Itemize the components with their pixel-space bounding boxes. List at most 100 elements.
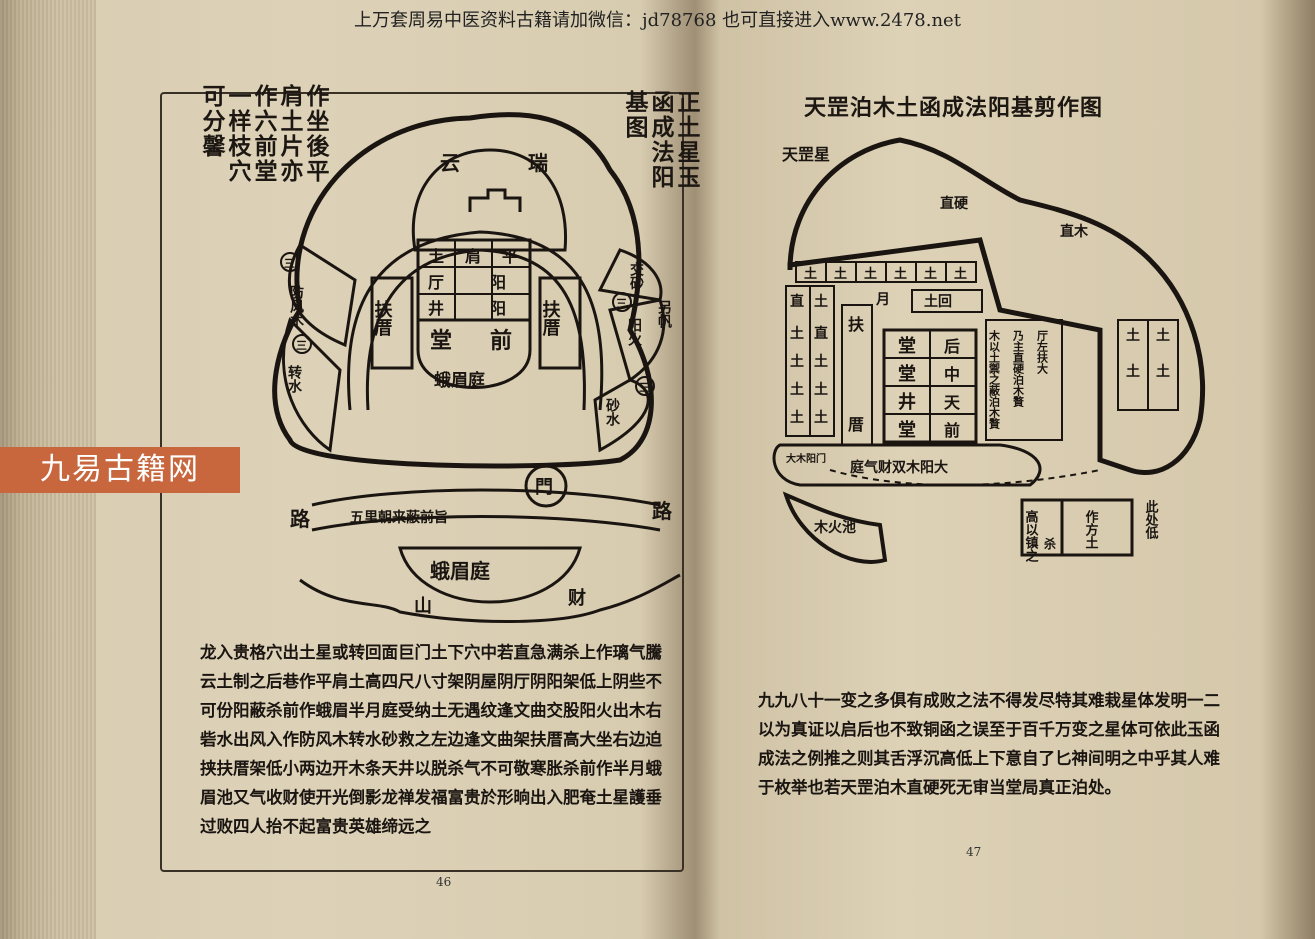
- grid-cell-2: 肩: [465, 247, 481, 266]
- svg-text:土: 土: [1156, 327, 1170, 344]
- left-tu-columns: 直 土 土 土 土 土 直 土 土 土: [785, 285, 835, 437]
- fu-left-box: [370, 276, 414, 370]
- circle-num-3: [612, 292, 632, 312]
- left-caption-b: 正土星玉函成法阳基图: [621, 90, 700, 190]
- circle-num-1: [280, 252, 300, 272]
- ridge-1: 直硬: [940, 195, 969, 212]
- gate-circle: [524, 464, 568, 508]
- outer-hill-outline: [272, 112, 654, 469]
- grid-cell-4: 厅: [428, 273, 444, 292]
- grid-cell-3: 平: [502, 247, 518, 266]
- side-note-2: 乃主直硬泊木贅: [1012, 330, 1026, 408]
- dome-label-a: 瑞: [528, 151, 548, 175]
- svg-text:土: 土: [790, 353, 804, 370]
- mountain-outline: [299, 573, 681, 624]
- door-label: 大木阳门: [786, 452, 826, 465]
- arch-band-outer: [347, 230, 604, 411]
- svg-text:土: 土: [790, 325, 804, 342]
- svg-text:中: 中: [944, 365, 960, 384]
- left-wind-label: 防风木: [288, 284, 305, 328]
- fu-right-box: [538, 276, 582, 370]
- top-tu-row: 土 土 土 土 土 土: [795, 261, 977, 283]
- bottom-eyebrow-shape: [398, 546, 582, 604]
- site-logo-stamp: 九易古籍网: [0, 447, 240, 493]
- circle-num-2: [292, 334, 312, 354]
- road-left: 路: [290, 507, 311, 531]
- yue-label: 月: [875, 292, 890, 308]
- svg-text:井: 井: [898, 391, 916, 413]
- svg-text:堂: 堂: [898, 335, 916, 357]
- hall-label-b: 前: [490, 328, 512, 354]
- svg-text:土: 土: [1126, 327, 1140, 344]
- right-fire-label: 阳火: [626, 318, 642, 347]
- left-page-text: 龙入贵格穴出土星或转回面巨门土下穴中若直急满杀上作璃气騰云土制之后巷作平肩土高四…: [200, 643, 662, 836]
- circle-num-4: [635, 376, 655, 396]
- side-note-3: 厅左扶大: [1036, 330, 1050, 375]
- box-fangtu-label: 作方土: [1083, 509, 1099, 549]
- right-tu-column: 土 土 土 土: [1117, 319, 1179, 411]
- tuhui-label: 土回: [924, 293, 952, 310]
- svg-text:三: 三: [616, 297, 627, 310]
- curved-courtyard: [772, 443, 1042, 487]
- box-fangtu: [1060, 498, 1134, 557]
- watermark-banner: 上万套周易中医资料古籍请加微信：jd78768 也可直接进入www.2478.n…: [354, 10, 961, 31]
- mountain-label: 山: [414, 596, 432, 617]
- svg-text:土: 土: [814, 381, 828, 398]
- svg-text:后: 后: [944, 337, 960, 356]
- svg-text:土: 土: [804, 266, 817, 282]
- fu-right: 扶厝: [540, 299, 561, 337]
- left-water-label: 转水: [286, 364, 302, 394]
- svg-text:三: 三: [284, 257, 295, 270]
- cu-label: 厝: [848, 415, 864, 434]
- fu-label: 扶: [848, 315, 865, 334]
- tiangang-label: 天罡星: [782, 145, 830, 164]
- bottom-eyebrow-label: 蛾眉庭: [430, 559, 490, 583]
- right-page-title: 天罡泊木土函成法阳基剪作图: [804, 95, 1104, 121]
- grid-cell-5: 阳: [490, 273, 506, 292]
- svg-text:土: 土: [790, 381, 804, 398]
- svg-text:三: 三: [639, 381, 650, 394]
- wealth-label: 财: [568, 587, 586, 609]
- side-note-1: 木以土禦之蔽泊木贅: [988, 329, 1002, 430]
- dome-steps: [468, 188, 522, 212]
- svg-text:土: 土: [864, 266, 877, 282]
- svg-text:土: 土: [894, 266, 907, 282]
- pond-shape: [782, 491, 888, 564]
- svg-text:堂: 堂: [898, 419, 916, 441]
- left-caption-a: 作坐後平肩土片亦作六前堂一样枝穴可分馨: [198, 84, 329, 184]
- hall-label-a: 堂: [430, 328, 452, 354]
- ridge-2: 直木: [1060, 223, 1089, 240]
- right-water-piece: [593, 378, 650, 453]
- top-dome: [411, 148, 568, 252]
- svg-text:土: 土: [1156, 363, 1170, 380]
- svg-text:直: 直: [814, 325, 828, 342]
- svg-text:土: 土: [814, 409, 828, 426]
- road-band-bottom: [311, 515, 661, 532]
- road-band-top: [311, 488, 661, 507]
- svg-text:土: 土: [1126, 363, 1140, 380]
- curved-label: 庭气财双木阳大: [850, 459, 948, 476]
- svg-text:土: 土: [814, 293, 828, 310]
- road-right: 路: [652, 499, 673, 523]
- grid-cell-6: 井: [428, 299, 444, 318]
- svg-text:天: 天: [944, 393, 961, 412]
- front-hall: [416, 318, 532, 389]
- eyebrow-label: 蛾眉庭: [434, 370, 485, 391]
- svg-text:土: 土: [814, 353, 828, 370]
- left-page-number: 46: [436, 875, 452, 889]
- svg-text:土: 土: [954, 266, 967, 282]
- left-wind-piece: [288, 242, 357, 348]
- fu-left: 扶厝: [372, 299, 393, 337]
- right-sail-label: 另帆: [656, 300, 672, 329]
- pond-label: 木火池: [813, 519, 856, 536]
- box-sha-label: 杀: [1044, 536, 1056, 551]
- right-page-text: 九九八十一变之多俱有成败之法不得发尽特其难栽星体发明一二以为真证以启后也不致铜函…: [758, 691, 1220, 797]
- grid-cell-7: 阳: [490, 299, 506, 318]
- mountain-mass: [787, 137, 1205, 476]
- svg-text:前: 前: [944, 421, 960, 440]
- svg-text:堂: 堂: [898, 363, 916, 385]
- box-zhen-label: 高以镇之: [1023, 509, 1039, 563]
